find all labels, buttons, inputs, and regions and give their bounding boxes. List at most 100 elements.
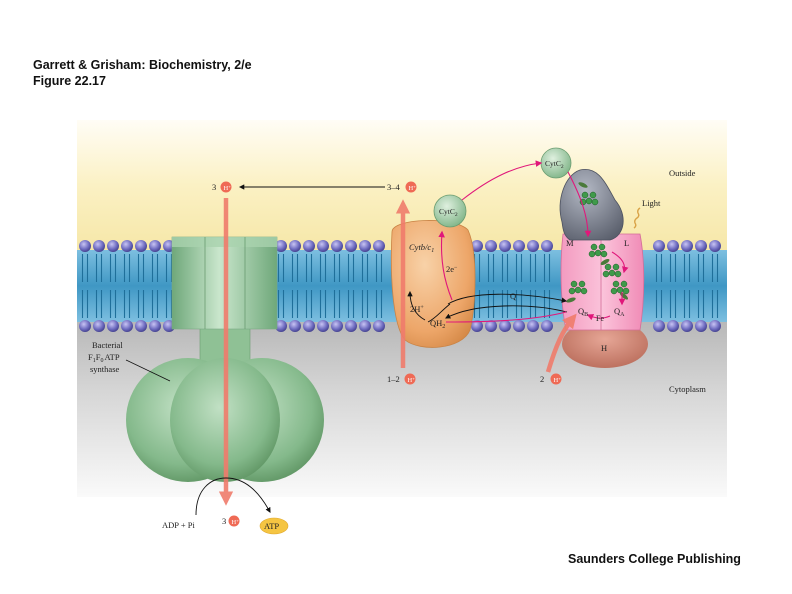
lipid-head [541, 240, 553, 252]
lipid-head [79, 320, 91, 332]
pigment [591, 198, 599, 206]
atp-synthase-label-line2: F1F0ATP [88, 352, 120, 364]
proton-label-bc1-bottom: 1–2 [387, 374, 400, 384]
proton-ball [228, 515, 240, 527]
pigment [568, 287, 576, 295]
rc-h-label: H [601, 343, 607, 353]
pigment [578, 280, 586, 288]
header-figure-number: Figure 22.17 [33, 74, 106, 88]
lipid-head [513, 320, 525, 332]
reaction-center [559, 169, 648, 368]
lipid-head [107, 320, 119, 332]
lipid-head [275, 240, 287, 252]
lipid-head [303, 320, 315, 332]
lipid-head [485, 320, 497, 332]
lipid-head [373, 240, 385, 252]
cytc2-docked [433, 194, 467, 228]
lipid-head [93, 320, 105, 332]
lipid-head [107, 240, 119, 252]
pigment [581, 191, 589, 199]
atp-product-label: ATP [264, 521, 279, 531]
proton-label-atp-top: 3 [212, 182, 216, 192]
lipid-head [667, 320, 679, 332]
lipid-head [289, 320, 301, 332]
lipid-head [373, 320, 385, 332]
rc-qb-label: QB [578, 306, 588, 318]
electrons-label: 2e− [446, 264, 458, 274]
pigment [585, 197, 593, 205]
lipid-head [79, 240, 91, 252]
cytoplasm-label: Cytoplasm [669, 384, 706, 394]
qh2-label: QH2 [430, 318, 445, 330]
lipid-head [93, 240, 105, 252]
two-h-release-arrow [407, 290, 426, 321]
proton-ball [405, 181, 417, 193]
two-h-label: 2H+ [410, 304, 424, 314]
adp-pi-label: ADP + Pi [162, 520, 195, 530]
rc-pigments [566, 182, 630, 303]
lipid-head [359, 320, 371, 332]
lipid-head [149, 240, 161, 252]
electron-path-to-special-pair [567, 171, 592, 238]
pigment [566, 297, 576, 303]
pigment [589, 191, 597, 199]
proton-symbol: H+ [409, 184, 417, 192]
pigment [600, 250, 608, 258]
proton-label-bc1-top: 3–4 [387, 182, 401, 192]
publisher-credit: Saunders College Publishing [568, 552, 741, 566]
lipid-head [149, 320, 161, 332]
lipid-head [681, 240, 693, 252]
proton-symbol: H+ [554, 376, 562, 384]
lipid-head [471, 240, 483, 252]
lipid-head [289, 240, 301, 252]
rc-fe-label: Fe [596, 314, 604, 323]
proton-uptake-rc [545, 313, 577, 373]
lipid-head [359, 240, 371, 252]
proton-ball [550, 373, 562, 385]
lipid-head [121, 240, 133, 252]
lipid-head [695, 240, 707, 252]
proton-ball [404, 373, 416, 385]
lipid-head [653, 240, 665, 252]
outside-label: Outside [669, 168, 696, 178]
proton-symbol: H+ [408, 376, 416, 384]
lipid-head [317, 240, 329, 252]
pigment [598, 243, 606, 251]
lipid-head [513, 240, 525, 252]
pigment [594, 249, 602, 257]
lipid-head [499, 240, 511, 252]
qh2-to-bc1-arrow [427, 303, 451, 323]
cytc2-docked-label: CytC2 [439, 207, 458, 218]
lipid-head [471, 320, 483, 332]
lipid-head [709, 320, 721, 332]
lipid-head [303, 240, 315, 252]
pigment [574, 286, 582, 294]
electron-path-l-branch [611, 251, 629, 274]
adp-to-atp-arrow [195, 477, 271, 516]
rc-qa-label: QA [614, 306, 625, 318]
proton-symbol: H+ [232, 518, 240, 526]
proton-label-rc-bottom: 2 [540, 374, 544, 384]
lipid-head [653, 320, 665, 332]
pigment [610, 287, 618, 295]
lipid-head [681, 320, 693, 332]
cyt-bc1-label: Cytb/c1 [409, 242, 434, 254]
qb-to-qh2-arrow [445, 305, 568, 319]
light-photon-squiggle [633, 207, 641, 229]
lipid-head [121, 320, 133, 332]
q-return-arrow [447, 293, 568, 305]
pigment [602, 270, 610, 278]
lipid-head [331, 240, 343, 252]
pigment [612, 263, 620, 271]
lipid-head [135, 320, 147, 332]
pigment [580, 287, 588, 295]
pigment [622, 287, 630, 295]
pigment [620, 280, 628, 288]
lipid-head [709, 240, 721, 252]
lipid-head [135, 240, 147, 252]
pigment [590, 243, 598, 251]
proton-symbol: H+ [224, 184, 232, 192]
electron-path-qa-to-qb [586, 314, 611, 321]
q-label: Q [510, 291, 516, 301]
lipid-head [317, 320, 329, 332]
